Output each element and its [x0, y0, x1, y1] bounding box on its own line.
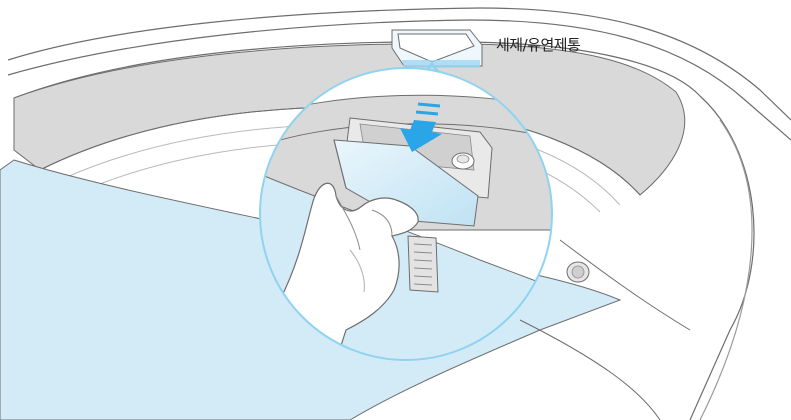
- lint-filter-icon: [408, 236, 438, 292]
- detergent-drawer-small: [392, 30, 482, 68]
- detergent-dispenser-label: 세제/유연제통: [496, 34, 580, 55]
